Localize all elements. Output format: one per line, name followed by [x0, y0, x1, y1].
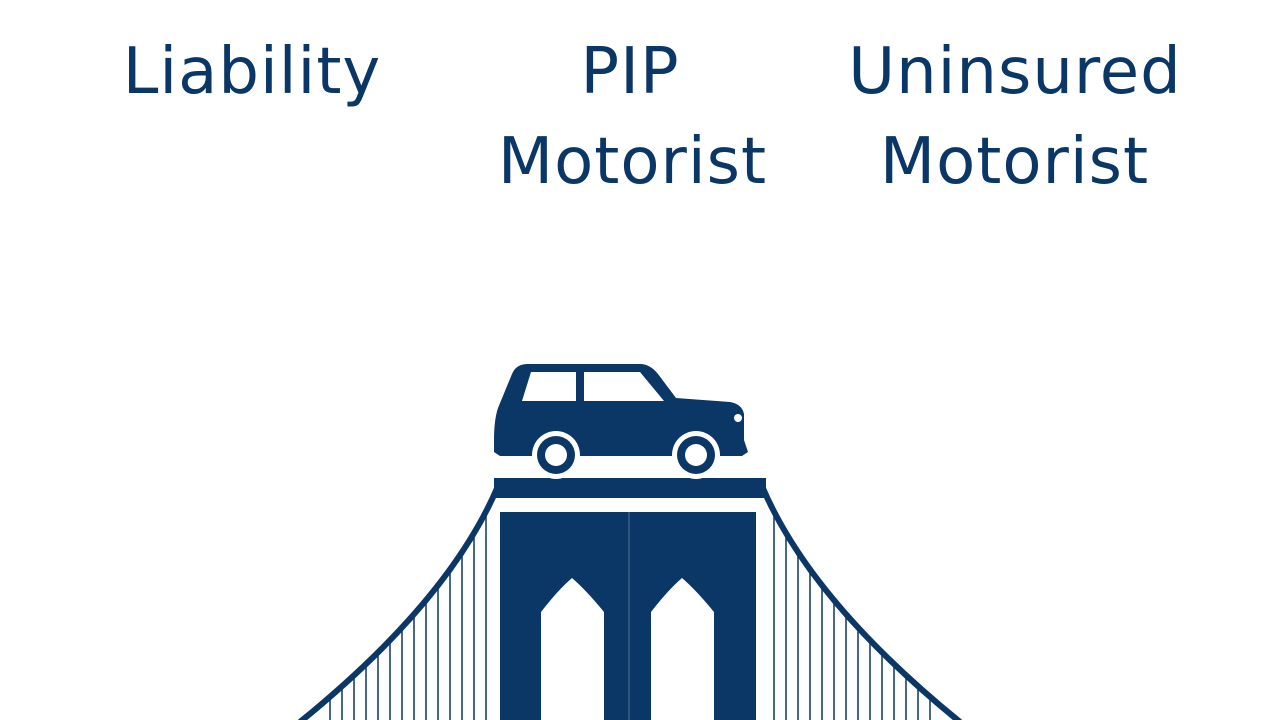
car-icon: [494, 364, 748, 479]
right-suspender-cables: [773, 500, 931, 720]
heading-uninsured: Uninsured: [848, 35, 1182, 109]
heading-pip: PIP: [580, 35, 680, 109]
right-main-cable: [759, 484, 962, 720]
bridge-icon: [494, 478, 766, 720]
heading-uninsured-motorist: Motorist: [879, 125, 1150, 199]
left-suspender-cables: [329, 500, 487, 720]
heading-liability: Liability: [122, 35, 382, 109]
heading-pip-motorist: Motorist: [497, 125, 768, 199]
left-main-cable: [298, 484, 501, 720]
